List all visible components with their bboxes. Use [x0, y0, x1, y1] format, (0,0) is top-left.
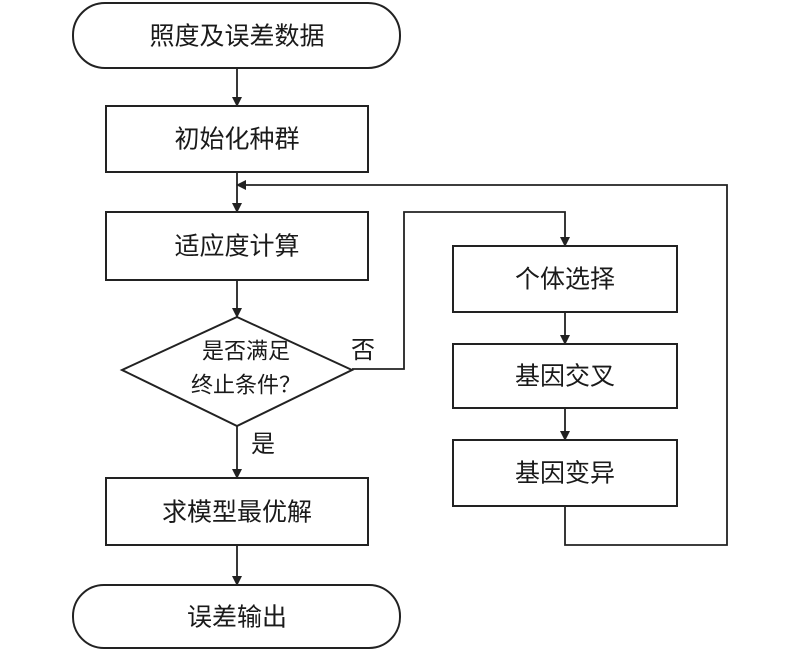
mutation-label: 基因变异: [515, 459, 615, 488]
mutation-box: [452, 439, 678, 507]
init-node: 初始化种群: [105, 105, 369, 173]
mutation-node: 基因变异: [452, 439, 678, 507]
crossover-box: [452, 343, 678, 409]
edge-mutation-loop-to-fitness: [236, 180, 728, 546]
end-terminator: [72, 584, 401, 649]
yes-branch-label: 是: [251, 430, 275, 458]
crossover-node: 基因交叉: [452, 343, 678, 409]
no-branch-label: 否: [351, 336, 375, 364]
select-node: 个体选择: [452, 245, 678, 313]
decision-diamond: [119, 315, 355, 428]
init-label: 初始化种群: [174, 125, 299, 154]
solve-box: [105, 477, 369, 546]
fitness-box: [105, 211, 369, 281]
fitness-label: 适应度计算: [174, 232, 299, 261]
select-label: 个体选择: [515, 265, 615, 294]
decision-label-line2: 终止条件？: [191, 374, 301, 399]
edge-decision-no-to-select: [352, 211, 570, 370]
fitness-node: 适应度计算: [105, 211, 369, 281]
init-box: [105, 105, 369, 173]
decision-label-line1: 是否满足: [202, 340, 290, 365]
start-terminator: [72, 2, 401, 69]
decision-node: 是否满足 终止条件？: [119, 315, 355, 428]
crossover-label: 基因交叉: [515, 362, 615, 391]
start-label: 照度及误差数据: [149, 22, 324, 51]
end-label: 误差输出: [187, 603, 287, 632]
solve-node: 求模型最优解: [105, 477, 369, 546]
select-box: [452, 245, 678, 313]
start-node: 照度及误差数据: [72, 2, 401, 69]
edges: [232, 68, 728, 586]
end-node: 误差输出: [72, 584, 401, 649]
solve-label: 求模型最优解: [162, 498, 312, 527]
